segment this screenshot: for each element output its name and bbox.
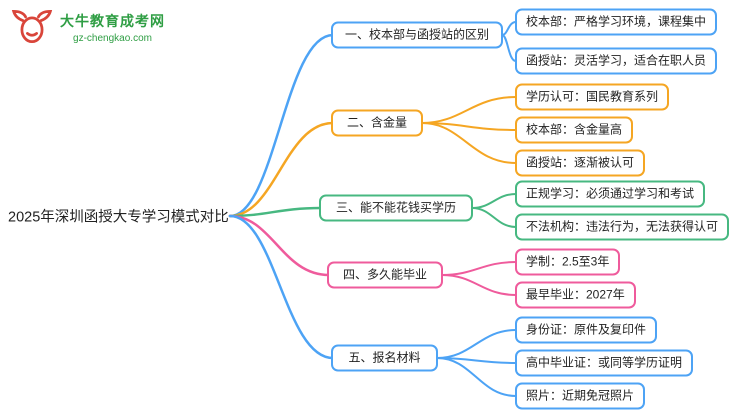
leaf-node-2-2: 校本部：含金量高 [515, 116, 634, 144]
site-url: gz-chengkao.com [73, 32, 152, 44]
central-topic: 2025年深圳函授大专学习模式对比 [8, 209, 229, 226]
link-central-branch1 [228, 33, 335, 218]
link-branch1-leaf1 [501, 21, 517, 36]
link-branch4-leaf2 [441, 274, 517, 296]
link-branch2-leaf1 [421, 96, 517, 124]
link-branch5-leaf1 [436, 329, 517, 359]
leaf-node-5-2: 高中毕业证：或同等学历证明 [515, 349, 694, 377]
leaf-node-1-2: 函授站：灵活学习，适合在职人员 [515, 47, 718, 75]
branch-node-3: 三、能不能花钱买学历 [319, 194, 473, 222]
link-branch1-leaf2 [501, 34, 517, 62]
leaf-node-4-1: 学制：2.5至3年 [515, 248, 621, 276]
site-name: 大牛教育成考网 [60, 12, 165, 29]
leaf-node-3-1: 正规学习：必须通过学习和考试 [515, 180, 706, 208]
site-logo: 大牛教育成考网 gz-chengkao.com [10, 8, 165, 46]
link-central-branch3 [228, 206, 323, 218]
branch-node-1: 一、校本部与函授站的区别 [331, 21, 503, 49]
branch-node-2: 二、含金量 [331, 109, 423, 137]
link-central-branch2 [228, 121, 335, 218]
link-branch4-leaf1 [441, 261, 517, 276]
leaf-node-5-3: 照片：近期免冠照片 [515, 382, 646, 410]
leaf-node-1-1: 校本部：严格学习环境，课程集中 [515, 8, 718, 36]
leaf-node-2-3: 函授站：逐渐被认可 [515, 149, 646, 177]
link-central-branch5 [228, 214, 335, 360]
logo-text: 大牛教育成考网 gz-chengkao.com [60, 11, 165, 44]
leaf-node-2-1: 学历认可：国民教育系列 [515, 83, 670, 111]
branch-node-5: 五、报名材料 [331, 344, 438, 372]
bull-icon [11, 10, 53, 44]
link-branch2-leaf3 [421, 122, 517, 164]
leaf-node-5-1: 身份证：原件及复印件 [515, 316, 658, 344]
link-branch5-leaf3 [436, 357, 517, 397]
link-branch3-leaf1 [471, 193, 517, 209]
link-branch3-leaf2 [471, 207, 517, 228]
branch-node-4: 四、多久能毕业 [327, 261, 443, 289]
leaf-node-4-2: 最早毕业：2027年 [515, 281, 636, 309]
link-central-branch4 [228, 214, 331, 277]
leaf-node-3-2: 不法机构：违法行为，无法获得认可 [515, 213, 730, 241]
